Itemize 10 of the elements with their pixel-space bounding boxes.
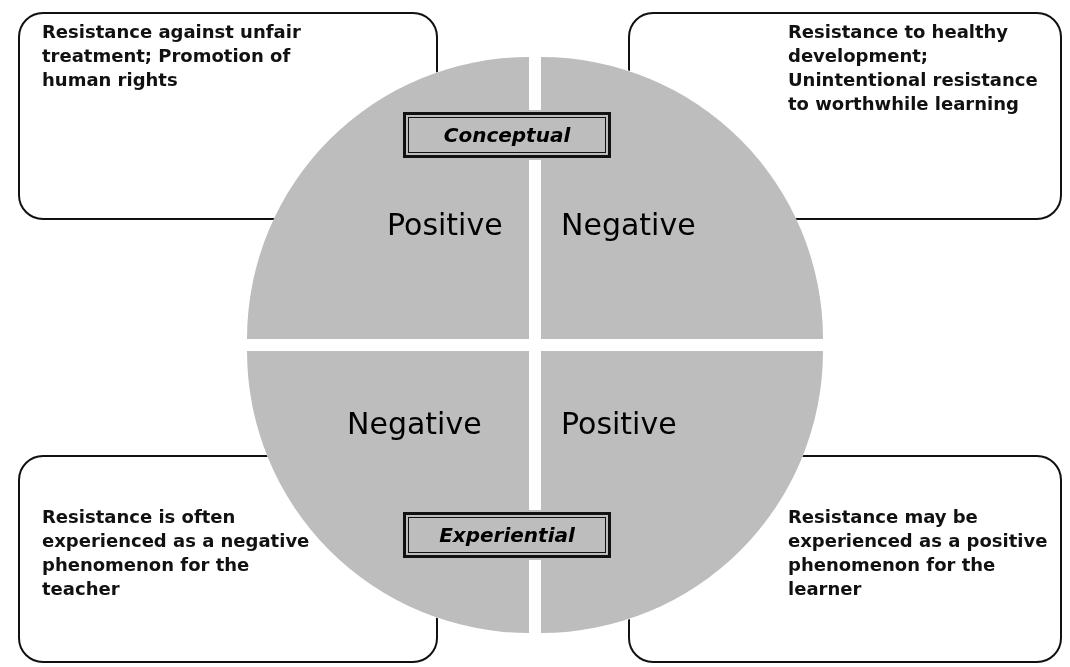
quadrant-label: Positive — [387, 207, 503, 242]
axis-label: Experiential — [403, 512, 611, 558]
description-text: Resistance to healthy development; Unintentional resistance to worthwhile learning — [788, 20, 1039, 116]
description-text: Resistance may be experienced as a positive phenomenon for the learner — [788, 505, 1049, 601]
axis-label: Conceptual — [403, 112, 611, 158]
quadrant-label: Negative — [561, 207, 696, 242]
description-text: Resistance against unfair treatment; Promotion of human rights — [42, 20, 302, 92]
description-text: Resistance is often experienced as a negative phenomenon for the teacher — [42, 505, 311, 601]
quadrant-label: Negative — [347, 406, 482, 441]
quadrant-label: Positive — [561, 406, 677, 441]
